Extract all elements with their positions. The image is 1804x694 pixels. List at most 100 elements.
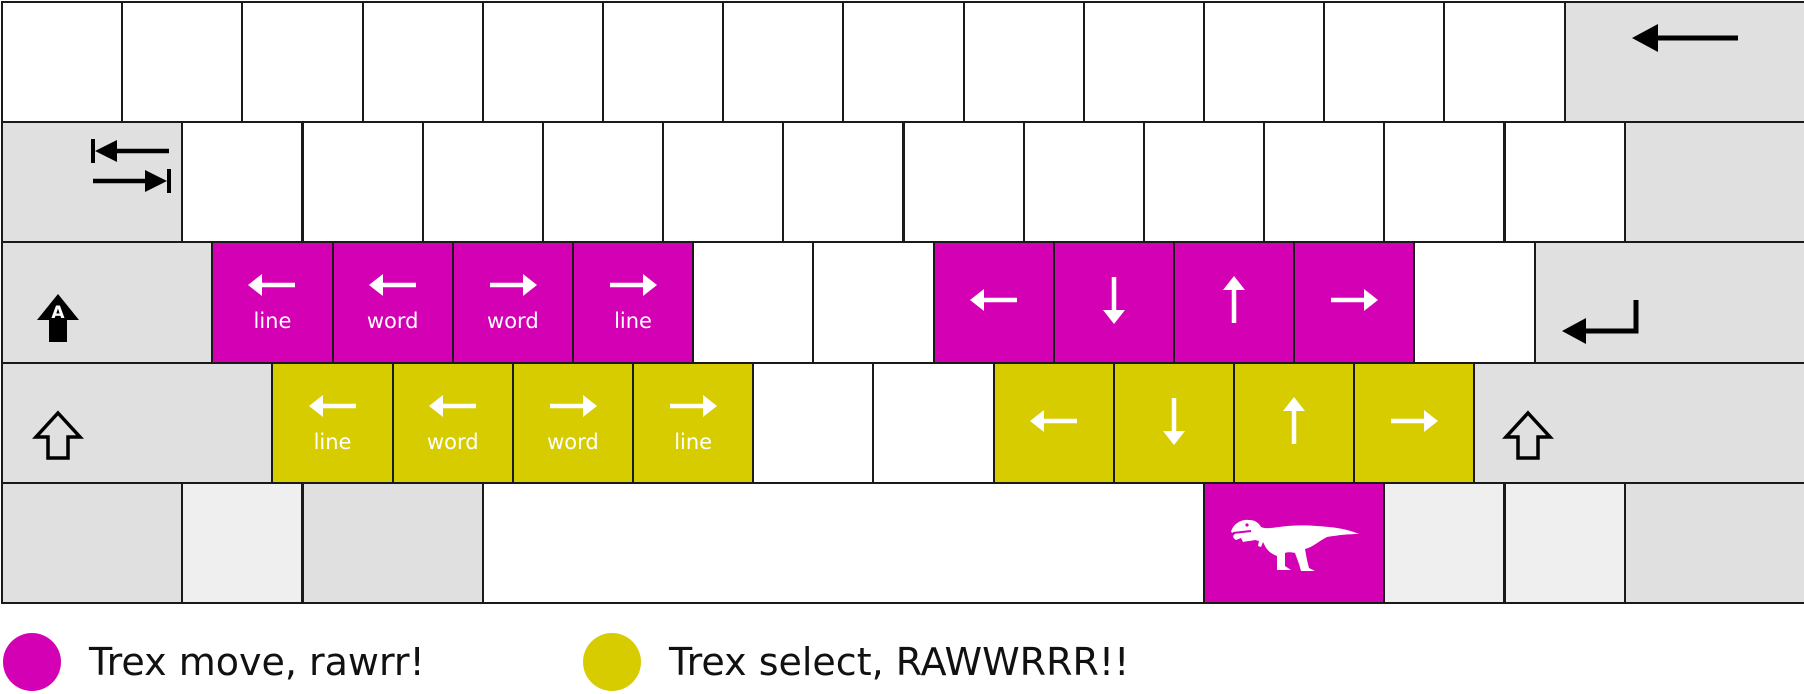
tab-key <box>1 121 184 244</box>
key <box>481 1 604 124</box>
key <box>1203 1 1326 124</box>
legend: Trex move, rawrr! Trex select, RAWWRRR!! <box>0 630 1804 694</box>
right-arrow-icon <box>548 392 598 424</box>
key-label: word <box>487 309 539 334</box>
key <box>1413 241 1536 364</box>
key <box>752 361 875 484</box>
left-arrow-key <box>932 241 1055 364</box>
left-arrow-icon <box>368 271 418 303</box>
up-arrow-icon <box>1280 396 1308 450</box>
right-arrow-key: line <box>571 241 695 364</box>
key <box>1263 121 1386 244</box>
caps-lock-icon: A <box>33 292 83 348</box>
left-arrow-icon <box>247 271 297 303</box>
shift-icon <box>32 410 84 466</box>
legend-label-select: Trex select, RAWWRRR!! <box>669 640 1130 684</box>
key <box>301 121 424 244</box>
key <box>301 481 484 604</box>
key <box>782 121 905 244</box>
legend-label-move: Trex move, rawrr! <box>89 640 425 684</box>
key <box>842 1 965 124</box>
right-arrow-icon <box>608 271 658 303</box>
down-arrow-icon <box>1160 396 1188 450</box>
key <box>872 361 995 484</box>
key <box>121 1 244 124</box>
key <box>241 1 364 124</box>
right-arrow-icon <box>488 271 538 303</box>
key <box>1 1 124 124</box>
down-arrow-key <box>1052 241 1175 364</box>
key-label: line <box>253 309 292 334</box>
caps-lock-key: A <box>1 241 214 364</box>
left-arrow-icon <box>969 286 1019 318</box>
key <box>1443 1 1566 124</box>
key <box>541 121 665 244</box>
key <box>662 121 785 244</box>
key <box>181 481 304 604</box>
left-arrow-icon <box>1029 407 1079 439</box>
right-arrow-icon <box>1329 286 1379 318</box>
key <box>1503 121 1626 244</box>
key-label: line <box>614 309 652 334</box>
shift-key <box>1473 361 1804 484</box>
left-arrow-key: line <box>271 361 394 484</box>
key <box>1503 481 1626 604</box>
up-arrow-icon <box>1220 275 1248 329</box>
move-color-swatch <box>3 633 61 691</box>
enter-key <box>1533 241 1804 364</box>
left-arrow-key <box>992 361 1115 484</box>
key <box>722 1 845 124</box>
down-arrow-key <box>1112 361 1236 484</box>
down-arrow-icon <box>1100 275 1128 329</box>
right-arrow-icon <box>668 392 718 424</box>
right-arrow-key: line <box>632 361 755 484</box>
key <box>1623 481 1804 604</box>
up-arrow-key <box>1233 361 1356 484</box>
key <box>1383 481 1506 604</box>
shift-icon <box>1502 410 1555 466</box>
left-arrow-key: word <box>331 241 454 364</box>
backspace-icon <box>1630 21 1740 59</box>
key-label: line <box>674 429 713 454</box>
legend-item-move: Trex move, rawrr! <box>3 633 425 691</box>
right-arrow-key: word <box>511 361 635 484</box>
key <box>602 1 725 124</box>
svg-text:A: A <box>51 303 65 323</box>
left-arrow-icon <box>308 392 358 424</box>
legend-item-select: Trex select, RAWWRRR!! <box>583 633 1129 691</box>
enter-icon <box>1560 298 1640 352</box>
key <box>902 121 1025 244</box>
key-label: word <box>547 429 599 454</box>
key <box>1142 121 1266 244</box>
key <box>1 481 184 604</box>
key <box>1623 121 1804 244</box>
right-arrow-key: word <box>451 241 574 364</box>
shift-key <box>1 361 274 484</box>
key <box>692 241 815 364</box>
right-arrow-icon <box>1389 407 1439 439</box>
left-arrow-key: line <box>211 241 334 364</box>
trex-key <box>1203 481 1386 604</box>
key <box>361 1 484 124</box>
trex-icon <box>1227 508 1361 578</box>
left-arrow-key: word <box>391 361 514 484</box>
key <box>1383 121 1506 244</box>
right-arrow-key <box>1293 241 1416 364</box>
key-label: word <box>366 309 419 334</box>
select-color-swatch <box>583 633 641 691</box>
key <box>181 121 304 244</box>
right-arrow-key <box>1353 361 1476 484</box>
backspace-key <box>1563 1 1804 124</box>
key <box>1082 1 1205 124</box>
key <box>962 1 1085 124</box>
key <box>421 121 544 244</box>
key-label: word <box>426 429 479 454</box>
key <box>1022 121 1145 244</box>
key <box>1323 1 1446 124</box>
spacebar-key <box>481 481 1205 604</box>
key-label: line <box>313 429 352 454</box>
key <box>812 241 935 364</box>
tab-icon <box>89 135 173 205</box>
left-arrow-icon <box>428 392 478 424</box>
